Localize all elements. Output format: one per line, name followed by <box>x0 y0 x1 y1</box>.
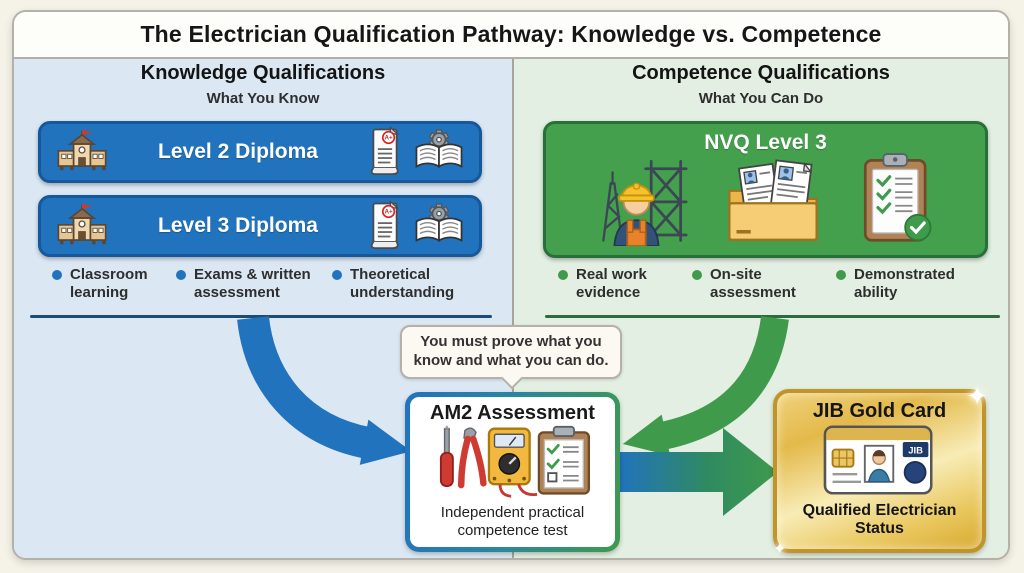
school-icon <box>55 128 109 177</box>
bullet-label: On-site assessment <box>710 266 796 301</box>
book-gear-icon <box>413 201 465 252</box>
bullet-dot <box>836 270 846 280</box>
bullet-label: Real work evidence <box>576 266 647 301</box>
bar-label: Level 2 Diploma <box>158 140 318 163</box>
certificate-grade-text: A+ <box>384 134 393 141</box>
am2-title: AM2 Assessment <box>430 402 595 424</box>
knowledge-bullet-exams: Exams & written assessment <box>176 266 316 301</box>
bullet-dot <box>558 270 568 280</box>
callout-text: You must prove what you know and what yo… <box>413 333 609 369</box>
book-gear-icon <box>413 127 465 178</box>
knowledge-bullet-classroom: Classroom learning <box>52 266 158 301</box>
callout-tail <box>500 366 524 389</box>
am2-to-jib-arrow <box>619 428 778 516</box>
callout-bubble: You must prove what you know and what yo… <box>400 325 622 389</box>
competence-bullet-onsite: On-site assessment <box>692 266 808 301</box>
evidence-folder-icon <box>724 157 822 251</box>
competence-baseline <box>545 315 1000 318</box>
knowledge-subheading: What You Know <box>206 90 320 107</box>
bullet-label: Exams & written assessment <box>194 266 311 301</box>
id-card-icon: JIB <box>823 423 937 502</box>
bullet-dot <box>692 270 702 280</box>
knowledge-flow-arrow <box>237 315 412 465</box>
nvq-label: NVQ Level 3 <box>704 131 827 154</box>
sparkle-icon: ✦ <box>773 541 787 558</box>
sparkle-icon: ✦ <box>966 381 988 411</box>
level-3-diploma-bar: Level 3 Diploma A+ <box>38 195 482 257</box>
am2-tools-icons <box>427 425 599 504</box>
checklist-icon <box>858 151 936 251</box>
screwdriver-icon <box>439 425 454 487</box>
competence-heading: Competence Qualifications <box>632 62 890 84</box>
jib-caption: Qualified Electrician Status <box>802 502 957 538</box>
bullet-label: Demonstrated ability <box>854 266 955 301</box>
page-title: The Electrician Qualification Pathway: K… <box>140 21 882 47</box>
nvq-level-3-box: NVQ Level 3 <box>543 121 988 258</box>
competence-flow-arrow <box>622 315 789 456</box>
certificate-grade-text: A+ <box>384 208 393 215</box>
knowledge-bullet-theory: Theoretical understanding <box>332 266 462 301</box>
competence-bullet-ability: Demonstrated ability <box>836 266 974 301</box>
bullet-dot <box>332 270 342 280</box>
multimeter-icon <box>487 427 537 498</box>
knowledge-baseline <box>30 315 492 318</box>
bullet-label: Classroom learning <box>70 266 148 301</box>
checklist-icon <box>537 425 590 495</box>
competence-subheading: What You Can Do <box>698 90 824 107</box>
jib-gold-card-box: ✦ ✦ JIB Gold Card JIB <box>773 381 988 558</box>
jib-title: JIB Gold Card <box>812 400 947 422</box>
level-2-diploma-bar: Level 2 Diploma A+ <box>38 121 482 183</box>
school-icon <box>55 202 109 251</box>
pliers-icon <box>457 427 487 489</box>
bar-label: Level 3 Diploma <box>158 214 318 237</box>
competence-bullet-evidence: Real work evidence <box>558 266 658 301</box>
certificate-icon: A+ <box>367 125 403 180</box>
am2-assessment-box: AM2 Assessment <box>405 392 620 552</box>
site-worker-icon <box>596 154 688 251</box>
bullet-dot <box>52 270 62 280</box>
knowledge-heading: Knowledge Qualifications <box>140 62 386 84</box>
bullet-dot <box>176 270 186 280</box>
title-band: The Electrician Qualification Pathway: K… <box>14 12 1008 59</box>
bullet-label: Theoretical understanding <box>350 266 455 301</box>
am2-caption: Independent practical competence test <box>440 504 585 539</box>
certificate-icon: A+ <box>367 199 403 254</box>
jib-card-logo-text: JIB <box>908 445 923 456</box>
